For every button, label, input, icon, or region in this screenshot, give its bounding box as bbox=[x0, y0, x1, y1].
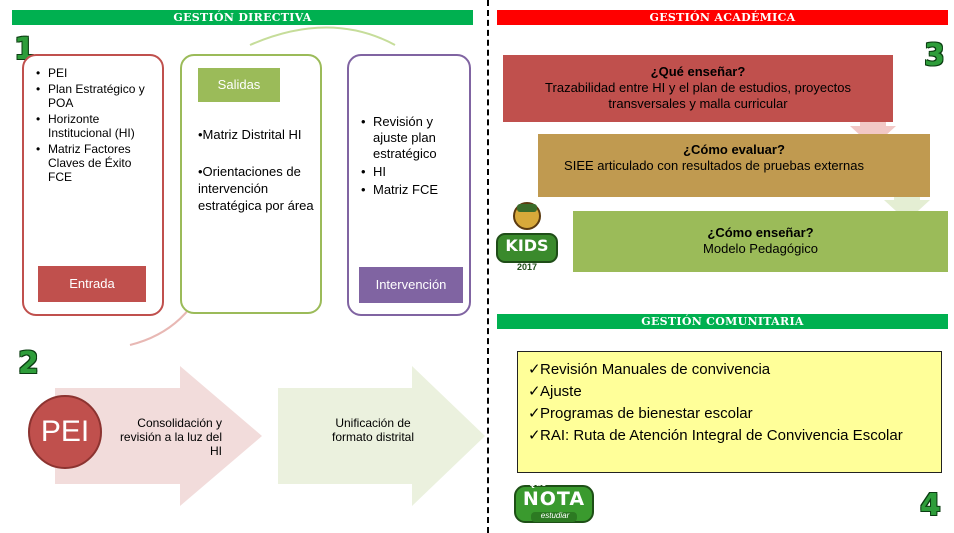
checklist-item: ✓RAI: Ruta de Atención Integral de Convi… bbox=[528, 425, 941, 447]
banner-gestion-comunitaria: GESTIÓN COMUNITARIA bbox=[497, 314, 948, 329]
check-icon: ✓ bbox=[528, 427, 541, 444]
check-icon: ✓ bbox=[528, 383, 541, 400]
banner-gestion-directiva: GESTIÓN DIRECTIVA bbox=[12, 10, 473, 25]
academic-box-title: ¿Cómo enseñar? bbox=[707, 225, 814, 240]
intervencion-item: HI bbox=[361, 164, 467, 180]
check-icon: ✓ bbox=[528, 361, 541, 378]
academic-box-body: Trazabilidad entre HI y el plan de estud… bbox=[545, 80, 851, 111]
academic-box-title: ¿Qué enseñar? bbox=[650, 64, 746, 79]
salidas-card: Salidas •Matriz Distrital HI •Orientacio… bbox=[180, 54, 322, 314]
kids-logo-year: 2017 bbox=[516, 262, 538, 272]
process-arrow-1 bbox=[55, 366, 262, 506]
que-nota-logo-top: Qué bbox=[529, 478, 547, 488]
entrada-card: PEI Plan Estratégico y POA Horizonte Ins… bbox=[22, 54, 164, 316]
entrada-list: PEI Plan Estratégico y POA Horizonte Ins… bbox=[36, 66, 151, 186]
checklist-item: ✓Programas de bienestar escolar bbox=[528, 403, 941, 425]
pei-circle-label: PEI bbox=[40, 415, 90, 448]
pei-circle bbox=[28, 395, 102, 469]
academic-box-title: ¿Cómo evaluar? bbox=[683, 142, 785, 157]
intervencion-item: Matriz FCE bbox=[361, 182, 467, 198]
process-arrow-2 bbox=[278, 366, 485, 506]
que-nota-logo-sub: estudiar bbox=[540, 511, 570, 520]
intervencion-label: Intervención bbox=[359, 267, 463, 303]
entrada-label: Entrada bbox=[38, 266, 146, 302]
salidas-item: •Matriz Distrital HI bbox=[198, 127, 302, 142]
step-number-2: 2 bbox=[18, 346, 39, 381]
entrada-item: Horizonte Institucional (HI) bbox=[36, 112, 151, 140]
banner-gestion-academica: GESTIÓN ACADÉMICA bbox=[497, 10, 948, 25]
salidas-label: Salidas bbox=[198, 68, 280, 102]
intervencion-list: Revisión y ajuste plan estratégico HI Ma… bbox=[361, 114, 467, 200]
step-number-4: 4 bbox=[920, 488, 941, 523]
step-number-3: 3 bbox=[924, 38, 945, 73]
connector-curve-top bbox=[249, 26, 396, 46]
community-checklist: ✓Revisión Manuales de convivencia ✓Ajust… bbox=[517, 351, 942, 473]
arrow-1-text: Consolidación y revisión a la luz del HI bbox=[119, 416, 222, 458]
section-divider bbox=[487, 0, 489, 533]
arrow-2-text: Unificación de formato distrital bbox=[331, 416, 415, 444]
kids-logo bbox=[496, 202, 558, 263]
entrada-item: Plan Estratégico y POA bbox=[36, 82, 151, 110]
kids-logo-text: KIDS bbox=[505, 236, 549, 255]
entrada-item: PEI bbox=[36, 66, 151, 80]
check-icon: ✓ bbox=[528, 405, 541, 422]
que-nota-logo bbox=[514, 485, 594, 523]
academic-box-body: Modelo Pedagógico bbox=[703, 241, 818, 256]
academic-box-como-ensenar: ¿Cómo enseñar? Modelo Pedagógico bbox=[573, 211, 948, 272]
academic-box-como-evaluar: ¿Cómo evaluar? SIEE articulado con resul… bbox=[538, 134, 930, 197]
intervencion-card: Revisión y ajuste plan estratégico HI Ma… bbox=[347, 54, 471, 316]
academic-box-body: SIEE articulado con resultados de prueba… bbox=[564, 158, 864, 173]
checklist-item: ✓Ajuste bbox=[528, 381, 941, 403]
intervencion-item: Revisión y ajuste plan estratégico bbox=[361, 114, 467, 162]
salidas-item: •Orientaciones de intervención estratégi… bbox=[198, 164, 314, 213]
que-nota-logo-main: NOTA bbox=[522, 488, 586, 510]
academic-box-que-ensenar: ¿Qué enseñar? Trazabilidad entre HI y el… bbox=[503, 55, 893, 122]
entrada-item: Matriz Factores Claves de Éxito FCE bbox=[36, 142, 151, 184]
checklist-item: ✓Revisión Manuales de convivencia bbox=[528, 359, 941, 381]
